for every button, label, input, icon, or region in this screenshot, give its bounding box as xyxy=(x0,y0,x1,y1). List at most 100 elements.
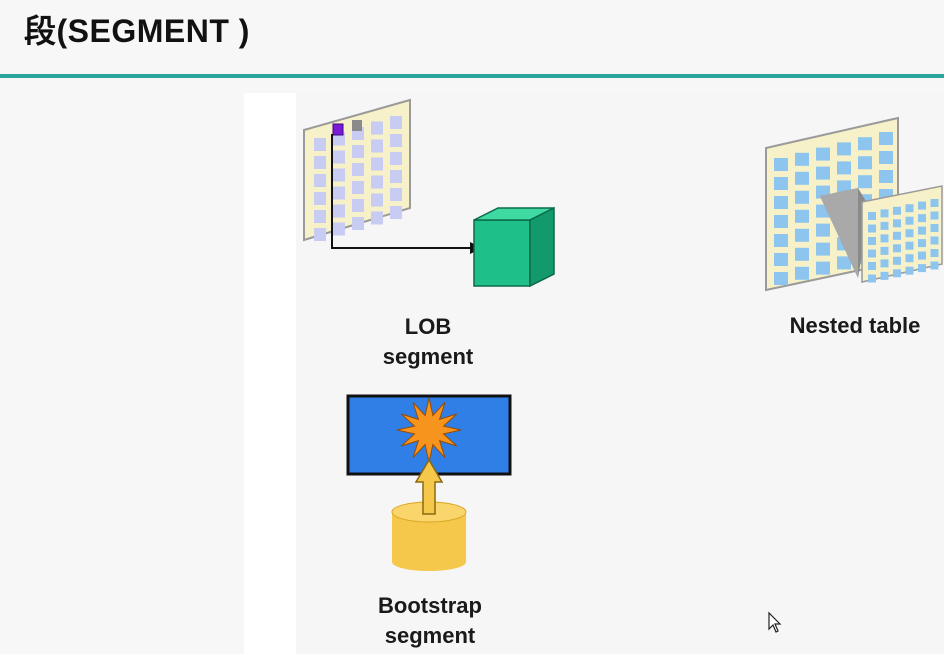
grid-cell xyxy=(918,239,926,248)
grid-cell xyxy=(352,181,364,194)
grid-cell xyxy=(930,236,939,245)
grid-cell xyxy=(905,229,914,238)
grid-cell xyxy=(858,175,872,189)
grid-cell xyxy=(868,212,876,220)
lob-segment-icon xyxy=(303,98,555,288)
lob-label-line2: segment xyxy=(382,344,474,369)
nested-table-label: Nested table xyxy=(789,313,921,338)
grid-cell xyxy=(918,226,926,235)
lob-grey-cell xyxy=(352,120,362,131)
bootstrap-segment-icon xyxy=(346,394,512,571)
grid-cell xyxy=(879,132,893,145)
grid-cell xyxy=(905,266,914,275)
grid-cell xyxy=(352,217,364,230)
grid-cell xyxy=(774,234,788,247)
grid-cell xyxy=(795,190,809,204)
grid-cell xyxy=(816,166,830,180)
grid-cell xyxy=(314,138,326,151)
lob-pointer-cell xyxy=(332,123,344,136)
lob-label-line1: LOB xyxy=(404,314,452,339)
grid-cell xyxy=(816,261,830,275)
grid-cell xyxy=(371,121,383,135)
nested-table-icon xyxy=(765,116,943,292)
grid-cell xyxy=(795,152,809,166)
cursor-icon xyxy=(768,611,782,633)
grid-cell xyxy=(868,249,876,258)
bootstrap-label-line1: Bootstrap xyxy=(378,593,482,618)
grid-cell xyxy=(352,163,364,176)
grid-cell xyxy=(893,206,901,215)
grid-cell xyxy=(893,231,901,240)
grid-cell xyxy=(905,241,914,250)
lob-segment-label: LOB segment xyxy=(358,312,498,372)
grid-cell xyxy=(314,210,326,223)
grid-cell xyxy=(816,223,830,237)
grid-cell xyxy=(880,221,889,230)
grid-cell xyxy=(837,256,851,270)
grid-cell xyxy=(918,201,926,210)
grid-cell xyxy=(880,209,889,218)
bootstrap-label-line2: segment xyxy=(384,623,476,648)
grid-cell xyxy=(905,204,914,213)
grid-cell xyxy=(930,211,939,220)
grid-cell xyxy=(774,177,788,190)
grid-cell xyxy=(352,145,364,158)
grid-cell xyxy=(371,139,383,153)
grid-cell xyxy=(893,244,901,253)
grid-cell xyxy=(893,269,901,278)
grid-cell xyxy=(795,209,809,223)
grid-cell xyxy=(390,134,402,147)
grid-cell xyxy=(774,272,788,285)
grid-cell xyxy=(333,150,345,164)
grid-cell xyxy=(930,199,939,207)
cube-front xyxy=(473,219,531,287)
grid-cell xyxy=(880,234,889,243)
grid-cell xyxy=(837,142,851,156)
grid-cell xyxy=(880,246,889,255)
bootstrap-segment-label: Bootstrap segment xyxy=(355,591,505,651)
grid-cell xyxy=(879,151,893,164)
lob-pointer-line xyxy=(331,134,470,249)
grid-cell xyxy=(918,251,926,260)
grid-cell xyxy=(918,214,926,223)
grid-cell xyxy=(868,262,876,270)
grid-cell xyxy=(868,274,876,283)
title-divider xyxy=(0,74,944,78)
grid-cell xyxy=(795,228,809,242)
grid-cell xyxy=(390,206,402,219)
grid-cell xyxy=(390,188,402,201)
grid-cell xyxy=(893,256,901,265)
grid-cell xyxy=(795,247,809,261)
grid-cell xyxy=(880,259,889,268)
grid-cell xyxy=(774,196,788,209)
grid-cell xyxy=(333,168,345,182)
grid-cell xyxy=(774,253,788,266)
grid-cell xyxy=(880,271,889,280)
grid-cell xyxy=(868,237,876,245)
grid-cell xyxy=(858,156,872,170)
up-arrow-icon xyxy=(414,458,444,515)
grid-cell xyxy=(774,215,788,228)
grid-cell xyxy=(333,132,345,146)
grid-cell xyxy=(333,204,345,218)
grid-cell xyxy=(314,228,326,241)
grid-cell xyxy=(371,211,383,225)
grid-cell xyxy=(390,170,402,183)
grid-cell xyxy=(371,175,383,189)
grid-cell xyxy=(314,192,326,205)
grid-cell xyxy=(930,224,939,232)
grid-cell xyxy=(905,254,914,263)
content-margin xyxy=(244,93,296,654)
grid-cell xyxy=(858,137,872,151)
grid-cell xyxy=(314,156,326,169)
grid-cell xyxy=(905,216,914,225)
grid-cell xyxy=(879,170,893,183)
grid-cell xyxy=(837,161,851,175)
cube-side xyxy=(529,206,555,288)
grid-cell xyxy=(918,264,926,273)
grid-cell xyxy=(314,174,326,187)
grid-cell xyxy=(893,219,901,228)
grid-cell xyxy=(333,222,345,236)
grid-cell xyxy=(930,261,939,270)
grid-cell xyxy=(390,152,402,165)
